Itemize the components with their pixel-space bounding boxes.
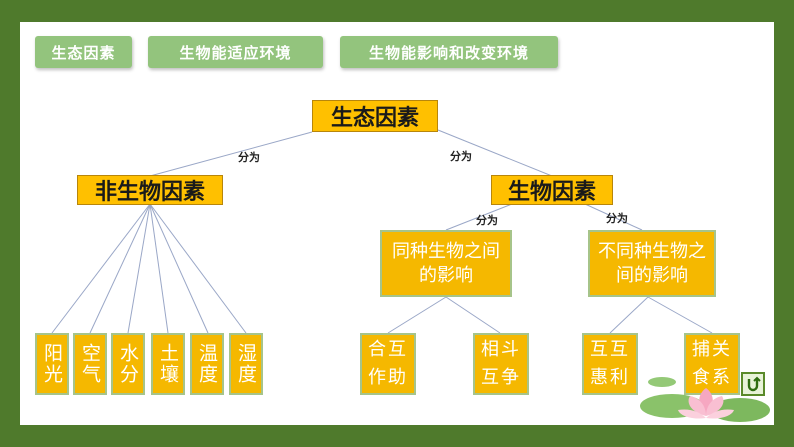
leaf-mutualism: 互惠 互利 — [582, 333, 638, 395]
leaf-cooperation-line2: 互助 — [388, 339, 406, 388]
return-button[interactable] — [741, 372, 765, 396]
leaf-soil: 土壤 — [151, 333, 185, 395]
between-species-node: 不同种生物之间的影响 — [588, 230, 716, 297]
lotus-decoration-icon — [640, 377, 770, 422]
edge-label-right: 分为 — [450, 150, 472, 163]
leaf-humidity: 湿度 — [229, 333, 263, 395]
abiotic-node: 非生物因素 — [77, 175, 223, 205]
leaf-water: 水分 — [111, 333, 145, 395]
leaf-struggle-line2: 斗争 — [501, 339, 519, 388]
edge-label-between: 分为 — [606, 212, 628, 225]
biotic-node: 生物因素 — [491, 175, 613, 205]
return-arrow-icon — [747, 376, 761, 392]
leaf-predation: 捕食 关系 — [684, 333, 740, 395]
tab-change-environment[interactable]: 生物能影响和改变环境 — [340, 36, 558, 68]
within-species-node: 同种生物之间的影响 — [380, 230, 512, 297]
leaf-struggle-line1: 相互 — [481, 339, 499, 388]
leaf-predation-line2: 关系 — [712, 339, 730, 388]
tab-ecological-factors[interactable]: 生态因素 — [35, 36, 132, 68]
root-node: 生态因素 — [312, 100, 438, 132]
leaf-predation-line1: 捕食 — [692, 339, 710, 388]
leaf-struggle: 相互 斗争 — [473, 333, 529, 395]
tab-adapt-environment[interactable]: 生物能适应环境 — [148, 36, 323, 68]
leaf-temperature: 温度 — [190, 333, 224, 395]
edge-label-within: 分为 — [476, 214, 498, 227]
leaf-cooperation: 合作 互助 — [360, 333, 416, 395]
leaf-mutualism-line2: 互利 — [610, 339, 628, 388]
leaf-mutualism-line1: 互惠 — [590, 339, 608, 388]
leaf-sunlight: 阳光 — [35, 333, 69, 395]
leaf-air: 空气 — [73, 333, 107, 395]
edge-label-left: 分为 — [238, 151, 260, 164]
leaf-cooperation-line1: 合作 — [368, 339, 386, 388]
